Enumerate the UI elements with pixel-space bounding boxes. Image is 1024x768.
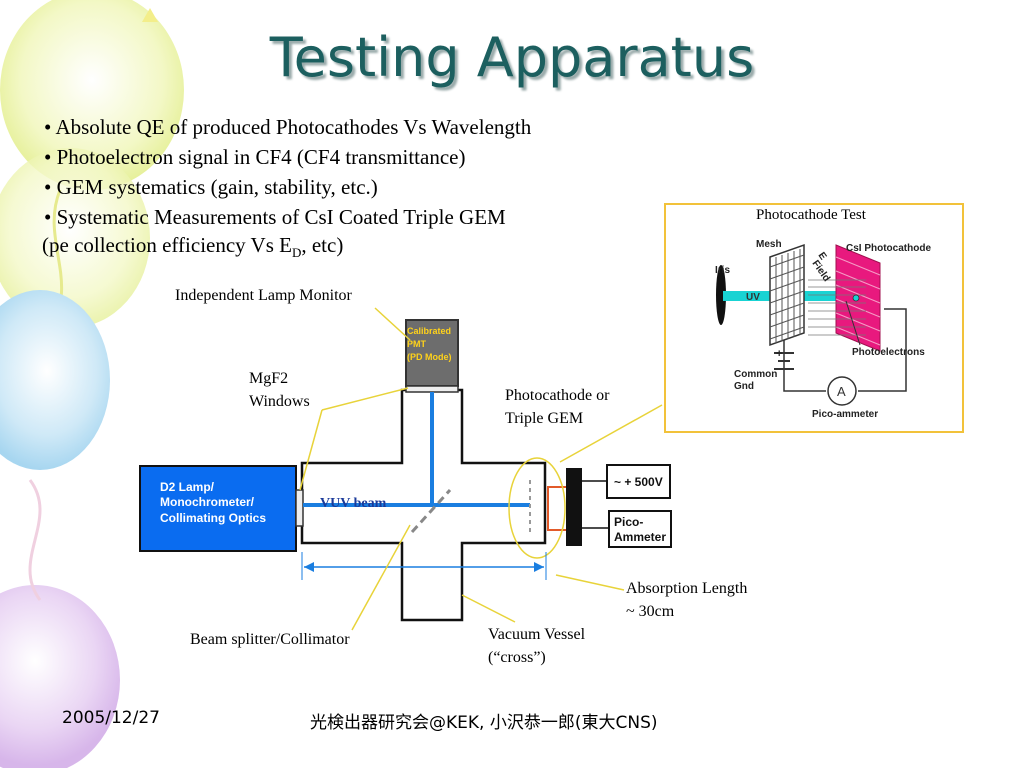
balloon-blue	[0, 290, 110, 470]
lamp-label-line: D2 Lamp/	[160, 480, 215, 494]
balloon-yellow-2	[0, 148, 150, 328]
lamp-box	[139, 465, 297, 552]
arrowhead-right	[534, 562, 544, 572]
callout-vacuum	[461, 594, 516, 623]
callout-mgf2-1	[299, 409, 323, 491]
balloon-purple	[0, 585, 120, 768]
callout-photocathode	[559, 404, 663, 463]
mgf2-label: MgF2 Windows	[249, 367, 310, 413]
photoelectron-dot	[852, 294, 860, 302]
star-decoration	[142, 8, 158, 22]
bullet-item: • Photoelectron signal in CF4 (CF4 trans…	[44, 145, 466, 169]
vacuum-vessel-label: Vacuum Vessel (“cross”)	[488, 623, 585, 669]
pico-ammeter-label: Pico-ammeter	[812, 409, 878, 420]
mesh-label: Mesh	[756, 239, 782, 250]
bullet-list: • Absolute QE of produced Photocathodes …	[42, 112, 532, 266]
mgf2-window-left	[295, 489, 304, 527]
photocathode-or-line: Photocathode or	[505, 387, 610, 404]
lamp-label-line: Monochrometer/	[160, 495, 255, 509]
absorption-line: Absorption Length	[626, 580, 748, 597]
pmt-window	[405, 385, 459, 393]
callout-lamp-monitor	[374, 307, 411, 341]
absorption-label: Absorption Length ~ 30cm	[626, 577, 747, 623]
csi-label: CsI Photocathode	[846, 243, 931, 254]
ammeter-label-line: Ammeter	[614, 530, 666, 544]
iris-disc	[716, 265, 726, 325]
beam-splitter-label: Beam splitter/Collimator	[190, 631, 350, 648]
photocathode-plate	[566, 468, 582, 546]
hv-label: ~ + 500V	[614, 475, 663, 489]
bullet-continuation-text: , etc)	[301, 233, 344, 257]
uv-label: UV	[746, 292, 760, 303]
photoelectron-leader	[845, 300, 861, 346]
lamp-monitor-label: Independent Lamp Monitor	[175, 287, 352, 304]
photocathode-highlight	[508, 457, 566, 559]
plus-sign: +	[776, 348, 782, 360]
callout-mgf2-2	[321, 387, 409, 411]
common-label-line: Common	[734, 369, 777, 380]
ammeter-circle	[827, 376, 857, 406]
inset-title: Photocathode Test	[756, 207, 866, 223]
photoelectrons-label: Photoelectrons	[852, 347, 925, 358]
arrowhead-left	[304, 562, 314, 572]
vuv-beam-label: VUV beam	[320, 496, 387, 511]
subscript-d: D	[291, 245, 302, 261]
balloon-string-2	[28, 479, 42, 601]
balloon-yellow-1	[0, 0, 184, 190]
lamp-label-line: Collimating Optics	[160, 511, 266, 525]
ammeter-symbol: A	[837, 384, 846, 399]
vacuum-line: Vacuum Vessel	[488, 626, 586, 643]
ammeter-label-line: Pico-	[614, 515, 643, 529]
vacuum-line: (“cross”)	[488, 649, 546, 666]
photocathode-or-line: Triple GEM	[505, 410, 584, 427]
field-lines	[808, 279, 866, 336]
footer-date: 2005/12/27	[62, 708, 160, 728]
circuit-wire	[783, 340, 826, 392]
footer-info: 光検出器研究会@KEK, 小沢恭一郎(東大CNS)	[310, 713, 658, 733]
photocathode-test-inset: Photocathode Test A Mesh E Field	[664, 203, 964, 433]
beam-splitter	[410, 488, 452, 534]
pmt-label-line: (PD Mode)	[407, 352, 452, 362]
bullet-continuation-text: (pe collection efficiency Vs E	[42, 233, 292, 257]
photocathode-or-label: Photocathode or Triple GEM	[505, 384, 609, 430]
common-label-line: Gnd	[734, 381, 754, 392]
mesh-grid	[769, 243, 805, 347]
bullet-item-continuation: (pe collection efficiency Vs ED, etc)	[42, 232, 531, 266]
ammeter-box	[608, 510, 672, 548]
mgf2-label-line: Windows	[249, 393, 310, 410]
callout-absorption	[555, 574, 625, 591]
pmt-label-line: PMT	[407, 339, 427, 349]
pmt-label-line: Calibrated	[407, 326, 451, 336]
red-electrode	[547, 486, 566, 531]
callout-splitter	[351, 524, 411, 631]
absorption-line: ~ 30cm	[626, 603, 675, 620]
bullet-item: • GEM systematics (gain, stability, etc.…	[44, 175, 378, 199]
bullet-item: • Systematic Measurements of CsI Coated …	[44, 205, 506, 229]
iris-label: Iris	[715, 265, 730, 276]
inset-schematic: A Mesh E Field CsI Photocathode Iris UV …	[715, 239, 931, 420]
slide-title: Testing Apparatus	[269, 26, 755, 89]
mgf2-label-line: MgF2	[249, 370, 289, 387]
circuit-wire	[858, 308, 907, 392]
bullet-item: • Absolute QE of produced Photocathodes …	[44, 115, 532, 139]
